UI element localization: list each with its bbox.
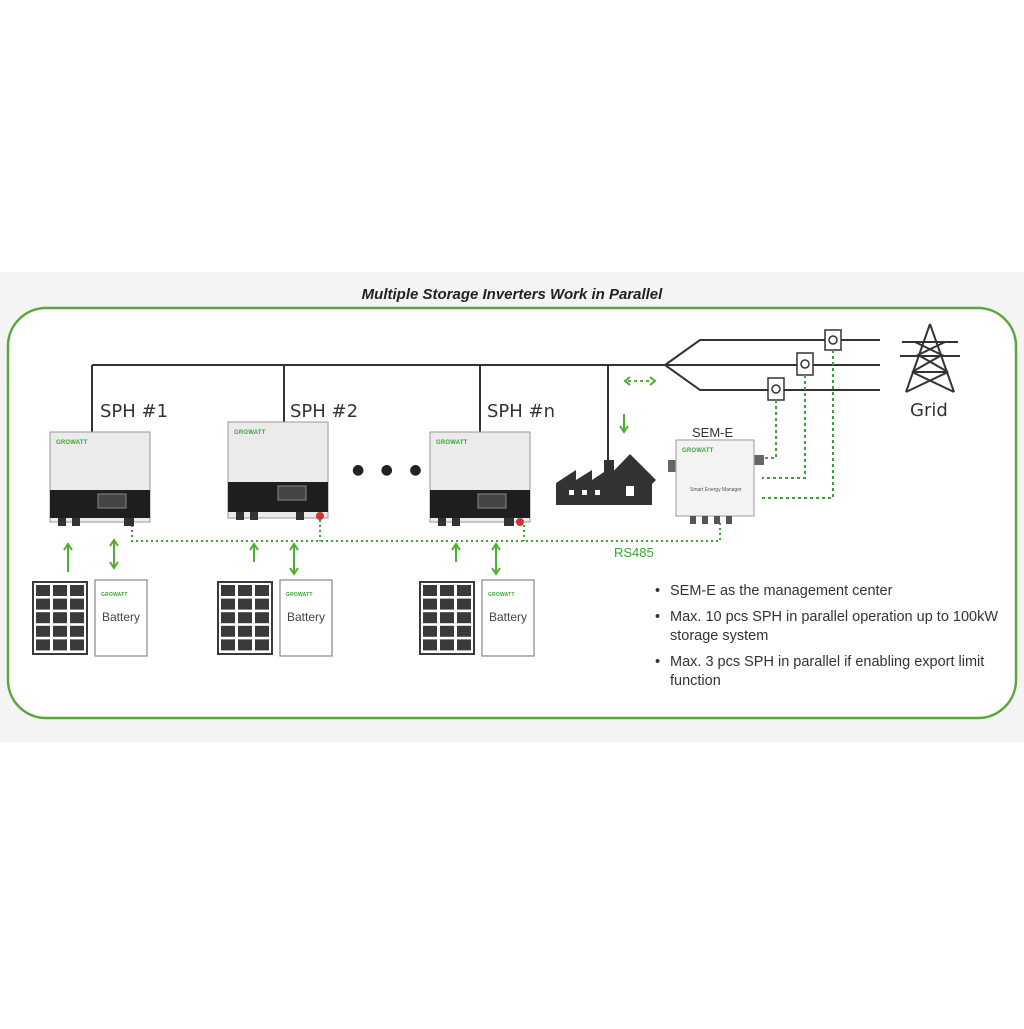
solar-cell: [221, 612, 235, 624]
notes-list: •SEM-E as the management center •Max. 10…: [650, 582, 1010, 698]
battery-1: [94, 579, 148, 657]
inverter-1: [49, 431, 151, 526]
solar-cell: [53, 612, 67, 624]
solar-cell: [423, 585, 437, 596]
battery-1-brand: GROWATT: [101, 592, 128, 598]
batteries: [94, 579, 535, 657]
energy-arrows: [63, 538, 501, 576]
solar-cell: [70, 639, 84, 651]
battery-n-brand: GROWATT: [488, 592, 515, 598]
solar-cell: [457, 585, 471, 596]
inverter-2-label: SPH #2: [290, 401, 359, 422]
ellipsis: ● ● ●: [352, 462, 428, 478]
sem-e-meter: [668, 439, 764, 524]
solar-cell: [423, 612, 437, 624]
solar-panel-icon: [419, 581, 475, 655]
solar-cell: [221, 639, 235, 651]
inverter-1-label: SPH #1: [100, 401, 169, 422]
solar-cell: [440, 625, 454, 637]
solar-cell: [36, 598, 50, 610]
solar-cell: [36, 625, 50, 637]
solar-cell: [457, 612, 471, 624]
grid-tower-icon: [900, 323, 960, 393]
note-text: Max. 3 pcs SPH in parallel if enabling e…: [670, 654, 985, 689]
solar-cell: [255, 585, 269, 596]
note-item: •Max. 10 pcs SPH in parallel operation u…: [655, 609, 999, 644]
battery-2-brand: GROWATT: [286, 592, 313, 598]
solar-cell: [36, 585, 50, 596]
solar-panel-icon: [32, 581, 88, 655]
sem-e-label: SEM-E: [692, 425, 734, 440]
sem-e-caption: Smart Energy Manager: [690, 487, 742, 493]
solar-cell: [423, 598, 437, 610]
inverter-n-label: SPH #n: [487, 401, 556, 422]
solar-cell: [457, 598, 471, 610]
ac-bus: [91, 339, 880, 460]
inverter-n-brand: GROWATT: [436, 440, 468, 446]
solar-cell: [255, 639, 269, 651]
solar-cell: [53, 598, 67, 610]
solar-cell: [70, 598, 84, 610]
solar-cell: [70, 612, 84, 624]
battery-n: [481, 579, 535, 657]
solar-cell: [53, 585, 67, 596]
solar-cell: [423, 625, 437, 637]
ct-signal-lines: [762, 350, 834, 499]
battery-2-label: Battery: [287, 610, 326, 624]
solar-cell: [36, 639, 50, 651]
solar-cell: [238, 585, 252, 596]
note-text: SEM-E as the management center: [670, 583, 893, 599]
factory-house-icon: [556, 454, 656, 505]
solar-cell: [36, 612, 50, 624]
solar-cell: [238, 625, 252, 637]
load-arrows: [619, 376, 657, 434]
grid-label: Grid: [910, 400, 948, 421]
solar-cell: [221, 585, 235, 596]
rs485-label: RS485: [614, 545, 654, 560]
solar-cell: [440, 598, 454, 610]
solar-cell: [255, 612, 269, 624]
solar-cell: [70, 625, 84, 637]
battery-n-label: Battery: [489, 610, 528, 624]
diagram-title: Multiple Storage Inverters Work in Paral…: [361, 286, 663, 303]
note-item: •Max. 3 pcs SPH in parallel if enabling …: [655, 654, 985, 689]
solar-cell: [440, 612, 454, 624]
solar-panels: [32, 581, 475, 655]
solar-cell: [53, 625, 67, 637]
rs485-line: [131, 520, 721, 542]
solar-cell: [221, 598, 235, 610]
battery-2: [279, 579, 333, 657]
inverter-2: [227, 421, 329, 520]
solar-cell: [457, 625, 471, 637]
solar-cell: [440, 639, 454, 651]
inverter-n: [429, 431, 531, 526]
solar-cell: [221, 625, 235, 637]
inverter-2-brand: GROWATT: [234, 430, 266, 436]
inverter-1-brand: GROWATT: [56, 440, 88, 446]
solar-cell: [255, 625, 269, 637]
solar-cell: [457, 639, 471, 651]
solar-cell: [238, 598, 252, 610]
note-item: •SEM-E as the management center: [655, 583, 893, 599]
solar-cell: [238, 639, 252, 651]
solar-cell: [423, 639, 437, 651]
battery-1-label: Battery: [102, 610, 141, 624]
note-text: Max. 10 pcs SPH in parallel operation up…: [670, 609, 999, 644]
solar-cell: [255, 598, 269, 610]
solar-cell: [238, 612, 252, 624]
solar-cell: [53, 639, 67, 651]
solar-panel-icon: [217, 581, 273, 655]
solar-cell: [70, 585, 84, 596]
solar-cell: [440, 585, 454, 596]
sem-e-brand: GROWATT: [682, 448, 714, 454]
